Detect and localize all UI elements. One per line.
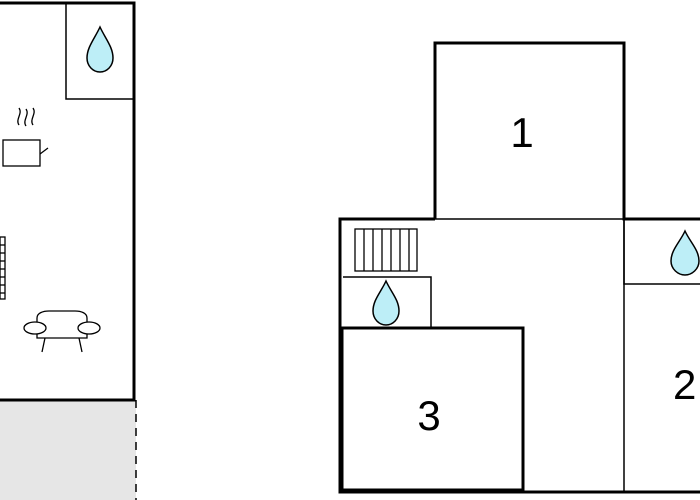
water-drop-icon xyxy=(86,25,114,73)
room-2-bathroom xyxy=(623,218,700,285)
staircase-icon xyxy=(354,228,418,272)
room-3-outline xyxy=(340,326,525,492)
upper-floor: 1 2 3 xyxy=(338,41,700,494)
ground-floor-bathroom xyxy=(65,2,135,100)
cooking-pot-icon xyxy=(2,107,49,167)
room-1-label: 1 xyxy=(510,109,533,156)
armchair-icon xyxy=(23,310,101,353)
ground-floor-outline xyxy=(0,1,136,402)
room-2-label: 2 xyxy=(673,361,696,408)
staircase-icon xyxy=(0,236,6,300)
water-drop-icon xyxy=(372,279,400,326)
room-3-label: 3 xyxy=(417,392,440,439)
water-drop-icon xyxy=(670,229,700,276)
stair-landing xyxy=(343,276,432,327)
ground-floor xyxy=(0,1,137,500)
terrace-area xyxy=(0,400,136,500)
